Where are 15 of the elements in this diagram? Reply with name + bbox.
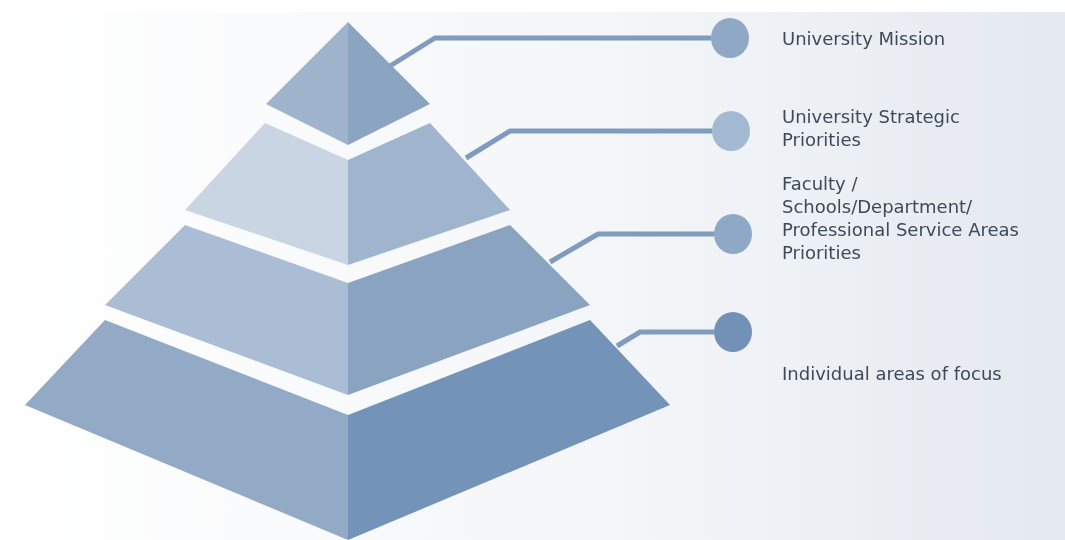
tier-label: Faculty / Schools/Department/ Professional Service Areas Priorities [782, 172, 1020, 264]
pyramid-layer [25, 320, 670, 540]
pyramid-layer [185, 123, 510, 265]
tier-label: Individual areas of focus [782, 362, 1003, 385]
tier-label: University Mission [782, 27, 947, 50]
leader-line [615, 329, 714, 349]
leader-line [464, 128, 712, 161]
leader-line [548, 231, 714, 265]
marker-dot [712, 111, 750, 151]
pyramid-layer [266, 22, 430, 145]
marker-dot [714, 312, 752, 352]
marker-dot [711, 18, 749, 58]
marker-dot [714, 214, 752, 254]
pyramid-layer [105, 225, 590, 395]
tier-label: University Strategic Priorities [782, 105, 961, 151]
